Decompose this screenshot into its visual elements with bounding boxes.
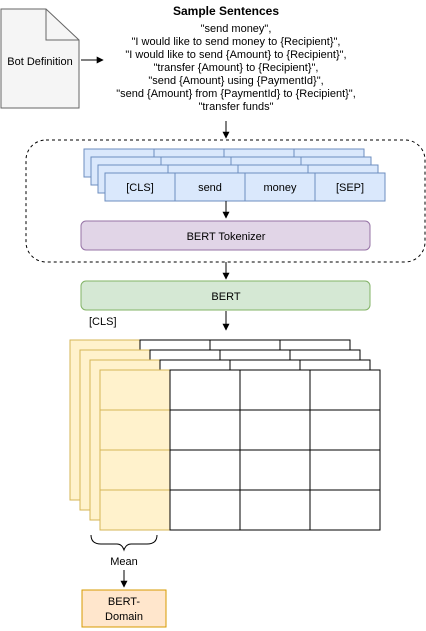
cls-label: [CLS] [89, 316, 117, 328]
embedding-cell [169, 449, 241, 491]
bert-domain-box [81, 589, 167, 628]
embedding-cell [239, 489, 311, 531]
sample-sentence: "send money", [201, 23, 272, 35]
token-cell [244, 172, 316, 202]
embedding-cell [209, 339, 281, 351]
embedding-cell [229, 359, 301, 371]
embedding-cell [299, 359, 371, 371]
embedding-cell [309, 369, 381, 411]
sample-sentence: "send {Amount} from {PaymentId} to {Reci… [116, 88, 356, 100]
embedding-cell [309, 489, 381, 531]
token-label: [SEP] [336, 182, 364, 194]
token-label: [CLS] [126, 182, 154, 194]
sample-sentences-title: Sample Sentences [173, 4, 279, 18]
embedding-cell [159, 359, 231, 371]
sample-sentences-list: "send money","I would like to send money… [116, 23, 356, 113]
bert-domain-label-line2: Domain [105, 611, 143, 623]
sample-sentence: "send {Amount} using {PaymentId}", [148, 75, 323, 87]
sample-sentence: "I would like to send {Amount} to {Recip… [125, 49, 346, 61]
sample-sentence: "transfer funds" [198, 101, 273, 113]
bot-definition-document [0, 8, 80, 109]
token-label: send [198, 182, 222, 194]
embedding-cell [289, 349, 361, 361]
embedding-cell [279, 339, 351, 351]
bot-definition-label: Bot Definition [7, 56, 72, 68]
token-cell [314, 172, 386, 202]
embedding-cell [309, 449, 381, 491]
embedding-cell [139, 339, 211, 351]
bert-domain-label-line1: BERT- [108, 596, 141, 608]
bert-box [80, 280, 371, 311]
embedding-cell [239, 409, 311, 451]
embedding-cell [169, 489, 241, 531]
embedding-cell [219, 349, 291, 361]
mean-brace [90, 534, 158, 552]
embedding-cell [169, 369, 241, 411]
token-cell [174, 172, 246, 202]
document-fold [45, 9, 79, 41]
embedding-cell [239, 369, 311, 411]
bert-tokenizer-label: BERT Tokenizer [187, 231, 266, 243]
embedding-matrix-stack [69, 339, 381, 531]
bert-tokenizer-box [80, 220, 371, 251]
bert-label: BERT [211, 291, 240, 303]
embedding-cell [239, 449, 311, 491]
token-label: money [263, 182, 297, 194]
embedding-cell [149, 349, 221, 361]
token-stack: [CLS] send money [SEP] [83, 148, 386, 202]
sample-sentence: "transfer {Amount} to {Recipient}", [154, 62, 319, 74]
mean-label: Mean [110, 556, 138, 568]
embedding-cell [169, 409, 241, 451]
token-cell [104, 172, 176, 202]
embedding-cell [309, 409, 381, 451]
sample-sentence: "I would like to send money to {Recipien… [132, 36, 341, 48]
